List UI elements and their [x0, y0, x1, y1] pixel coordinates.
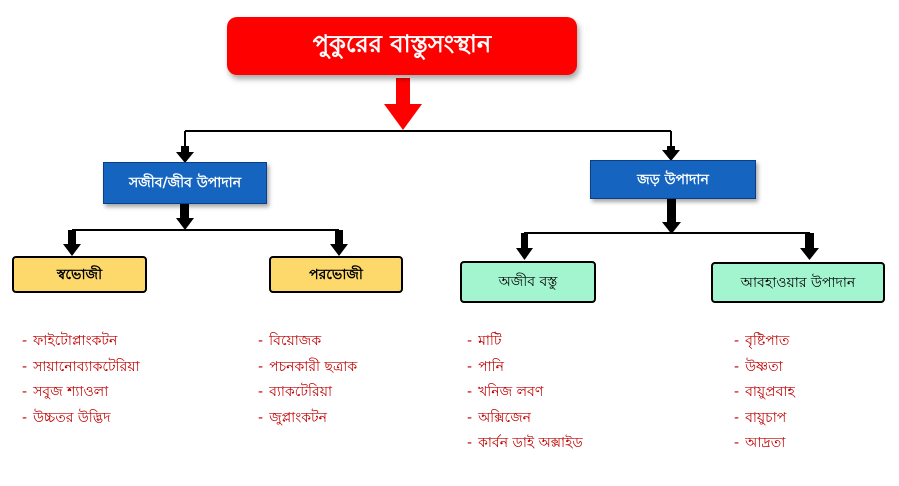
list-item: -পানি	[467, 358, 504, 375]
climate-factors-label: আবহাওয়ার উপাদান	[740, 274, 856, 291]
list-item: -পচনকারী ছত্রাক	[258, 358, 358, 375]
biotic-stem-arrow	[176, 203, 194, 230]
heterotroph-box: পরভোজী	[269, 256, 403, 293]
biotic-left-arrow	[63, 230, 81, 256]
abiotic-label: জড় উপাদান	[637, 171, 709, 188]
list-item: -আদ্রতা	[734, 435, 786, 451]
list-item: -সায়ানোব্যাকটেরিয়া	[22, 358, 140, 375]
climate-factors-list: -বৃষ্টিপাত -উষ্ণতা -বায়ুপ্রবাহ -বায়ুচা…	[734, 329, 795, 457]
autotroph-list: -ফাইটোপ্লাংকটন -সায়ানোব্যাকটেরিয়া -সবু…	[22, 329, 140, 431]
list-item: -বিয়োজক	[258, 333, 322, 349]
abiotic-left-arrow	[516, 233, 533, 260]
heterotroph-list: -বিয়োজক -পচনকারী ছত্রাক -ব্যাকটেরিয়া -…	[258, 329, 357, 431]
list-item: -সবুজ শ্যাওলা	[22, 384, 109, 400]
title-box: পুকুরের বাস্তুসংস্থান	[227, 17, 577, 75]
main-red-arrow	[384, 78, 422, 130]
list-item: -মাটি	[467, 333, 502, 349]
list-item: -বৃষ্টিপাত	[734, 333, 790, 349]
list-item: -ব্যাকটেরিয়া	[258, 384, 333, 400]
list-item: -উষ্ণতা	[734, 358, 783, 375]
list-item: -উচ্চতর উদ্ভিদ	[22, 409, 111, 426]
abiotic-box: জড় উপাদান	[590, 160, 756, 199]
abiotic-right-arrow	[800, 233, 819, 260]
list-item: -বায়ুপ্রবাহ	[734, 384, 795, 400]
title-text: পুকুরের বাস্তুসংস্থান	[312, 30, 492, 58]
autotroph-label: স্বভোজী	[56, 266, 103, 283]
biotic-right-arrow	[330, 230, 348, 256]
level1-left-arrow	[176, 146, 194, 163]
list-item: -ফাইটোপ্লাংকটন	[22, 333, 118, 349]
climate-factors-box: আবহাওয়ার উপাদান	[711, 262, 885, 303]
nonliving-matter-label: অজীব বস্তু	[498, 274, 558, 290]
list-item: -কার্বন ডাই অক্সাইড	[467, 435, 583, 451]
nonliving-matter-list: -মাটি -পানি -খনিজ লবণ -অক্সিজেন -কার্বন …	[467, 329, 583, 457]
heterotroph-label: পরভোজী	[309, 266, 363, 283]
list-item: -অক্সিজেন	[467, 409, 531, 426]
level1-right-arrow	[662, 146, 680, 161]
biotic-label: সজীব/জীব উপাদান	[128, 175, 242, 191]
list-item: -বায়ুচাপ	[734, 409, 787, 426]
list-item: -জুপ্লাংকটন	[258, 409, 328, 426]
abiotic-stem-arrow	[662, 198, 681, 234]
autotroph-box: স্বভোজী	[12, 256, 147, 293]
nonliving-matter-box: অজীব বস্তু	[460, 261, 596, 303]
list-item: -খনিজ লবণ	[467, 384, 544, 400]
biotic-box: সজীব/জীব উপাদান	[103, 162, 267, 204]
